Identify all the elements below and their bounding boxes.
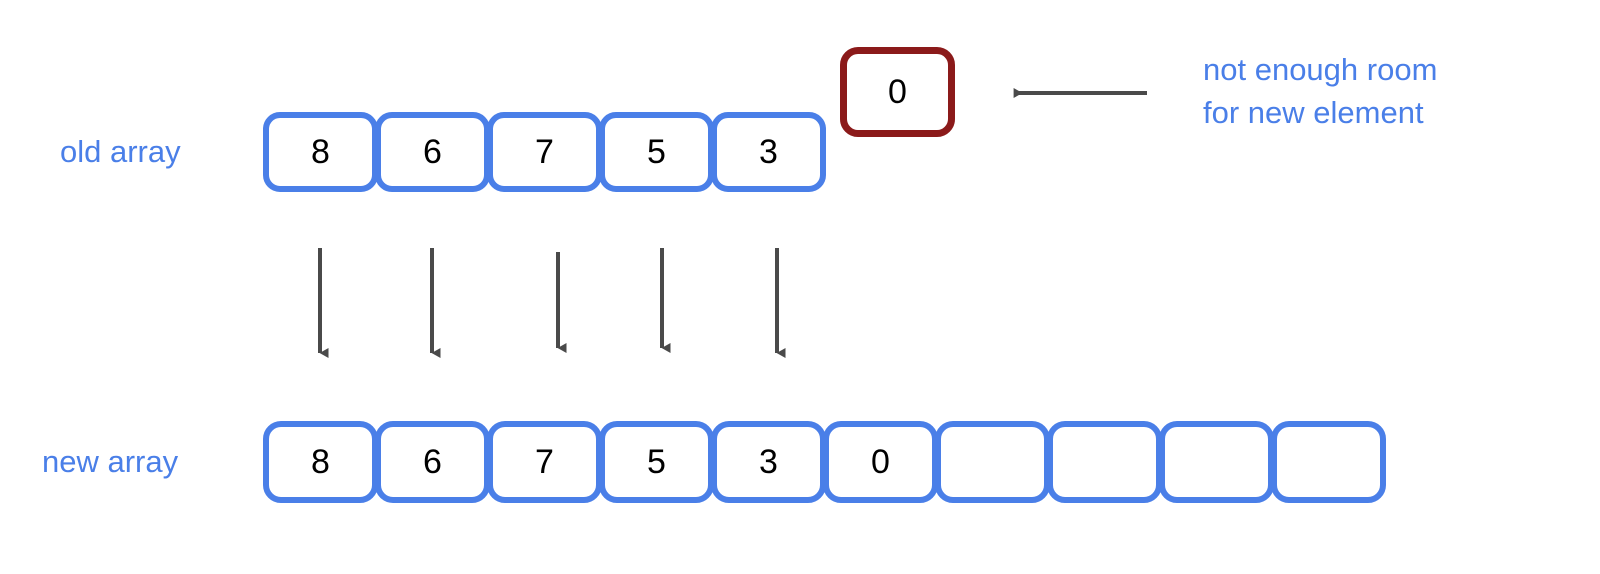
new-array-cell-empty [1047, 421, 1162, 503]
new-array-cell: 8 [263, 421, 378, 503]
new-array-cell: 5 [599, 421, 714, 503]
old-array-row: 8 6 7 5 3 [263, 112, 826, 192]
new-array-label: new array [42, 444, 179, 479]
old-array-cell: 8 [263, 112, 378, 192]
new-array-cell: 3 [711, 421, 826, 503]
annotation-not-enough-room: not enough room for new element [1203, 48, 1437, 134]
new-array-cell-empty [935, 421, 1050, 503]
old-array-cell: 5 [599, 112, 714, 192]
old-array-cell: 3 [711, 112, 826, 192]
old-array-cell: 7 [487, 112, 602, 192]
new-array-cell-empty [1159, 421, 1274, 503]
copy-arrows-group [318, 248, 786, 358]
new-array-cell: 0 [823, 421, 938, 503]
annotation-line-2: for new element [1203, 95, 1424, 130]
new-array-row: 8 6 7 5 3 0 [263, 421, 1386, 503]
new-array-cell-empty [1271, 421, 1386, 503]
annotation-line-1: not enough room [1203, 52, 1438, 87]
old-array-cell: 6 [375, 112, 490, 192]
new-array-cell: 6 [375, 421, 490, 503]
old-array-label: old array [60, 134, 181, 169]
new-element-cell: 0 [840, 47, 955, 137]
new-array-cell: 7 [487, 421, 602, 503]
